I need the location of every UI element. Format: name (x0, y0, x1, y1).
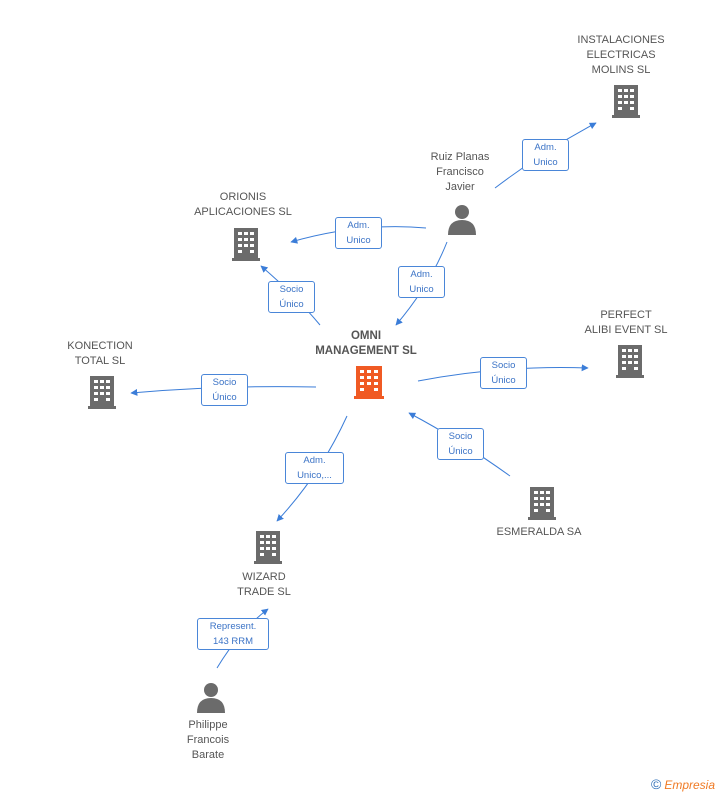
edge-label-center-wizard: Adm. Unico,... (285, 452, 344, 484)
building-icon-instalaciones (612, 85, 640, 118)
person-icon-philippe (197, 683, 225, 713)
building-icon-perfect (616, 345, 644, 378)
building-icon-konection (88, 376, 116, 409)
node-label-esmeralda[interactable]: ESMERALDA SA (496, 526, 582, 538)
edge-label-center-konection: Socio Único (201, 374, 248, 406)
building-icon-orionis (232, 228, 260, 261)
brand-name: Empresia (664, 778, 716, 792)
node-label-konection[interactable]: KONECTION TOTAL SL (67, 340, 133, 367)
edge-label-esmeralda-center: Socio Único (437, 428, 484, 460)
edge-label-ruiz-orionis: Adm. Unico (335, 217, 382, 249)
node-label-orionis[interactable]: ORIONIS APLICACIONES SL (194, 191, 292, 218)
copyright-icon: © (651, 776, 662, 792)
building-icon-esmeralda (528, 487, 556, 520)
edge-label-philippe-wizard: Represent. 143 RRM (197, 618, 269, 650)
edge-label-center-orionis: Socio Único (268, 281, 315, 313)
edge-label-center-perfect: Socio Único (480, 357, 527, 389)
node-label-instalaciones[interactable]: INSTALACIONES ELECTRICAS MOLINS SL (577, 34, 665, 76)
node-label-wizard[interactable]: WIZARD TRADE SL (237, 571, 291, 598)
building-icon-center (354, 366, 384, 399)
person-icon-ruiz (448, 205, 476, 235)
edge-label-ruiz-center: Adm. Unico (398, 266, 445, 298)
node-label-philippe[interactable]: Philippe Francois Barate (186, 719, 230, 761)
building-icon-wizard (254, 531, 282, 564)
edge-label-ruiz-instalaciones: Adm. Unico (522, 139, 569, 171)
node-label-center[interactable]: OMNI MANAGEMENT SL (315, 330, 417, 357)
node-label-ruiz[interactable]: Ruiz Planas Francisco Javier (430, 151, 490, 193)
node-label-perfect[interactable]: PERFECT ALIBI EVENT SL (584, 309, 668, 336)
brand-logo: ©Empresia (651, 776, 715, 792)
